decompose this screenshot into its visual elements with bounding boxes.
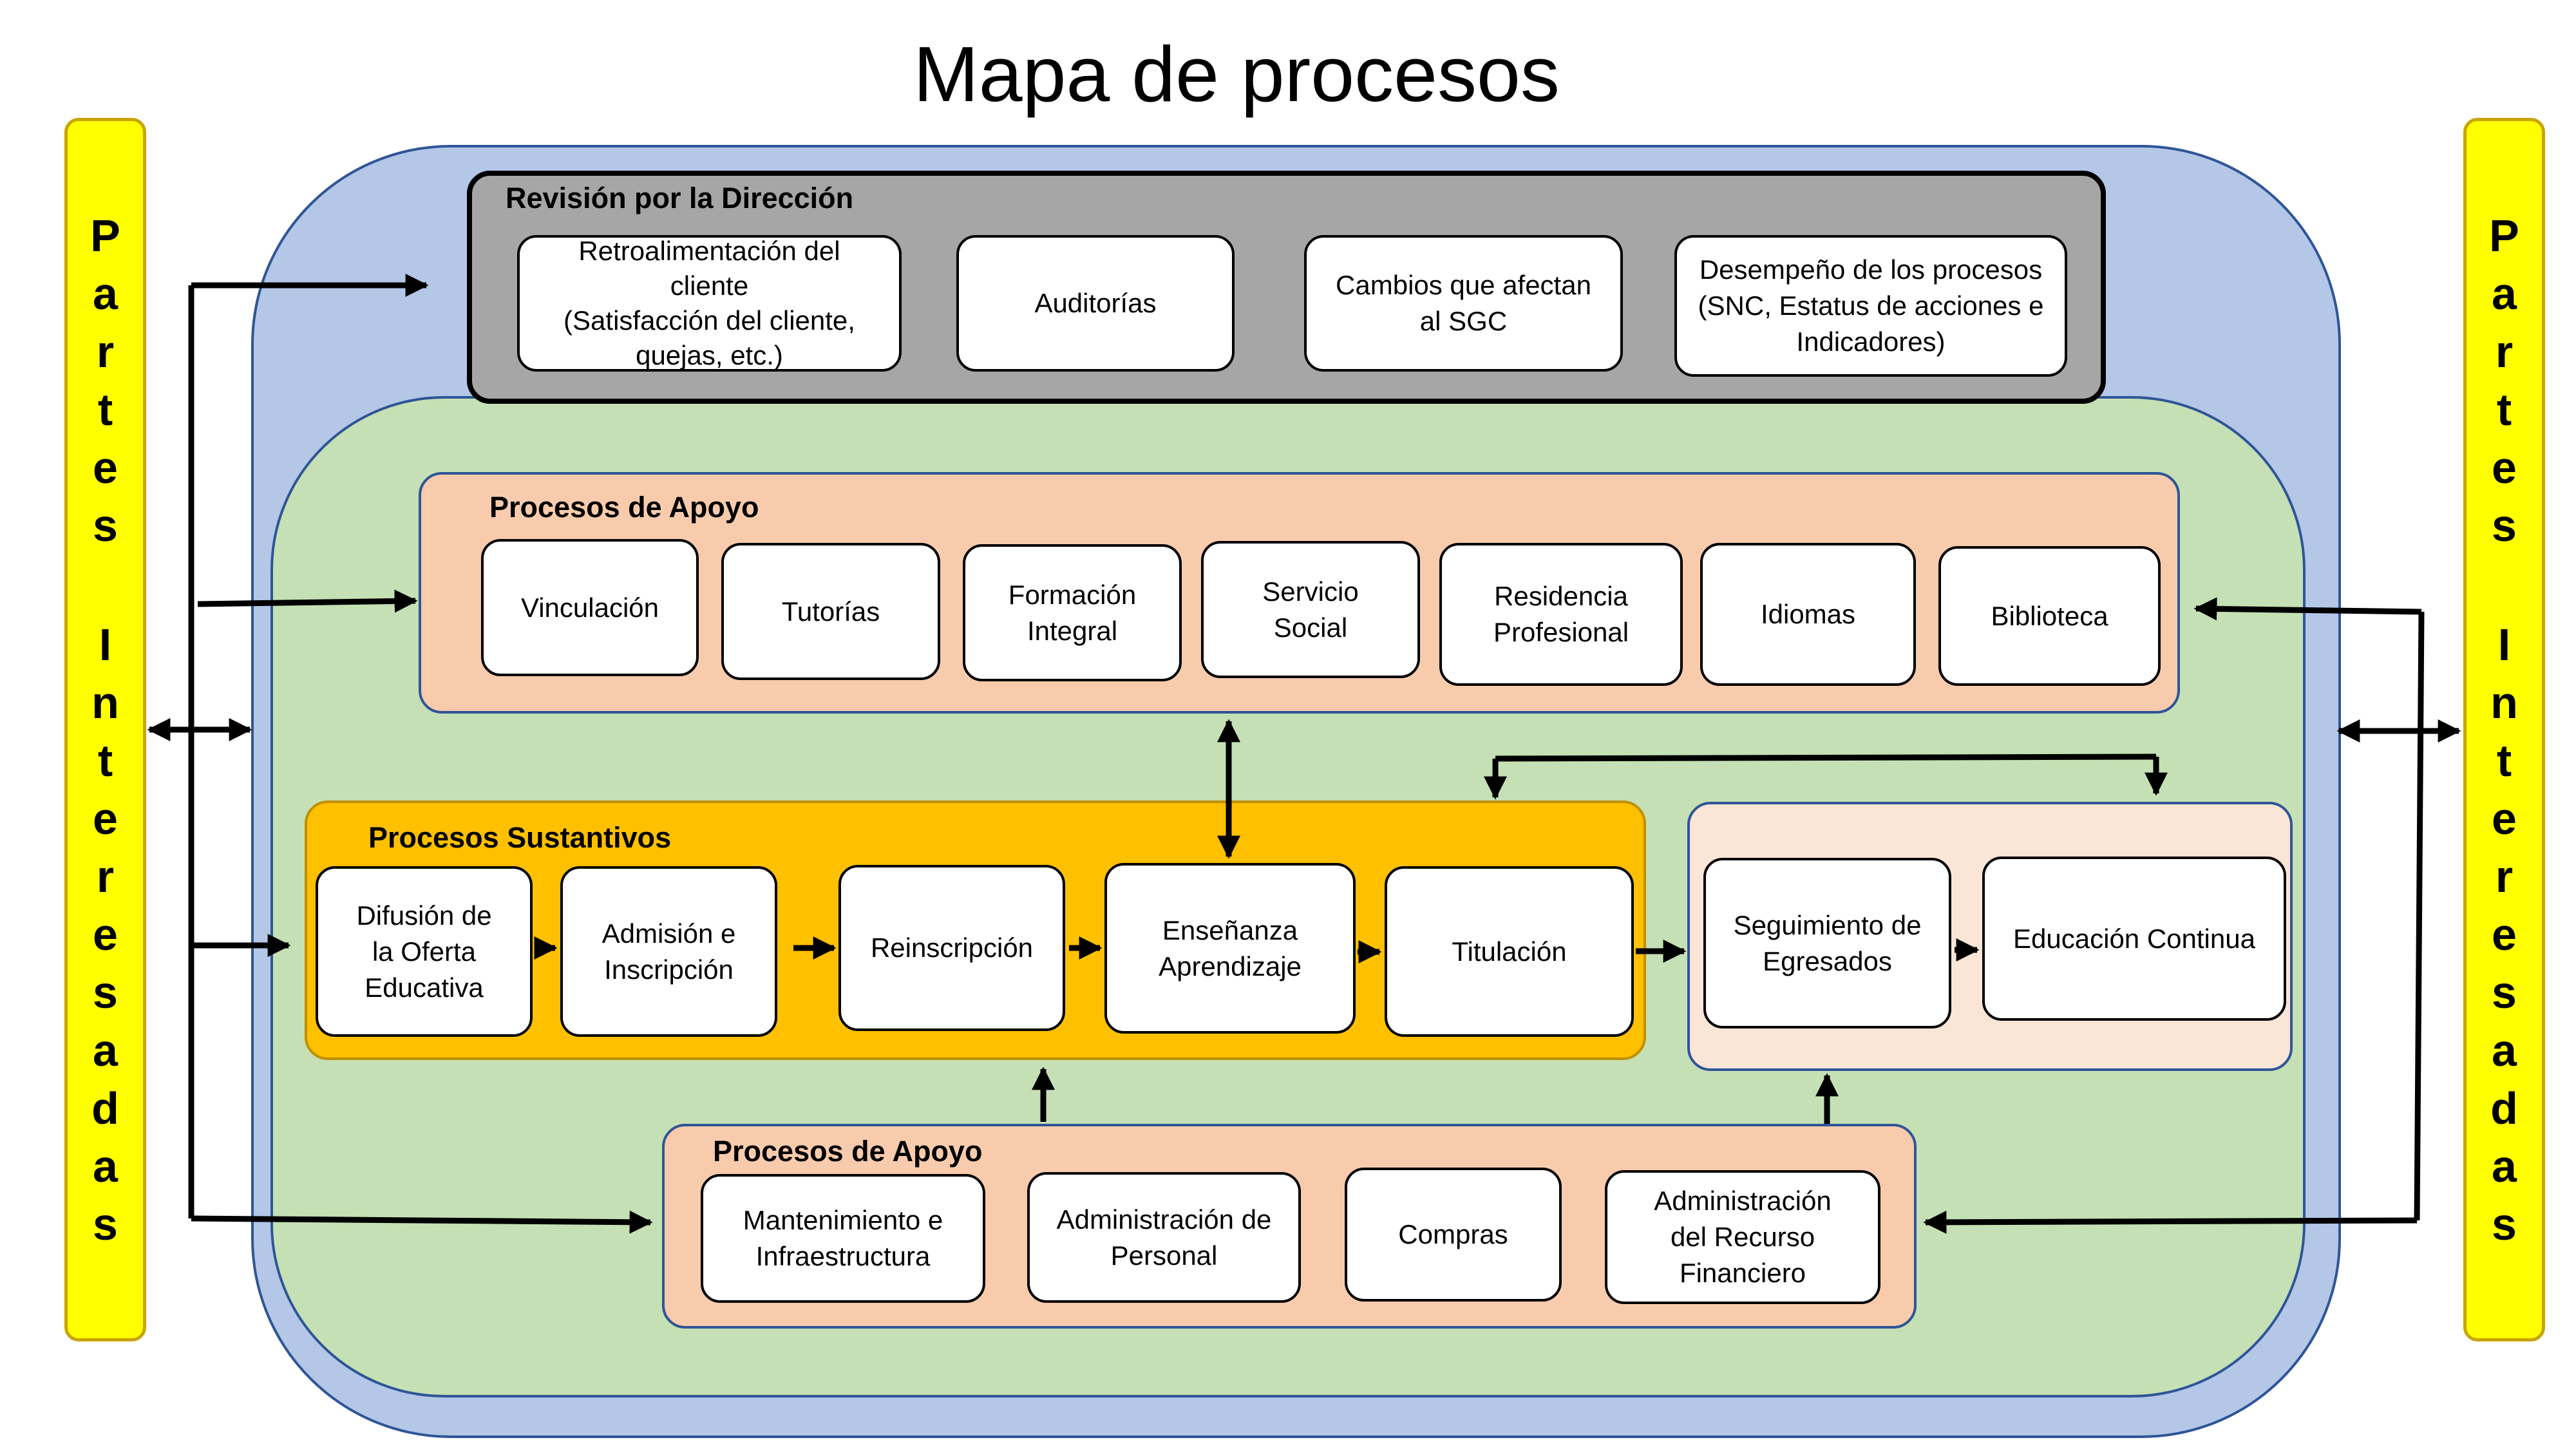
arrow-to-support-bottom <box>191 1210 653 1234</box>
educacion-continua-box: Educación Continua <box>1982 857 2286 1021</box>
ensenanza-box: Enseñanza Aprendizaje <box>1104 863 1356 1034</box>
core-label: Procesos Sustantivos <box>368 821 672 854</box>
right-interesadas-letter: s <box>2492 967 2517 1018</box>
servicio-social-box: Servicio Social <box>1201 541 1420 678</box>
idiomas-box: Idiomas <box>1700 543 1916 686</box>
seguimiento-egresados-box: Seguimiento de Egresados <box>1703 858 1951 1028</box>
compras-box: Compras <box>1345 1168 1562 1302</box>
tutorias-box: Tutorías <box>721 543 940 680</box>
residencia-profesional-box: Residencia Profesional <box>1439 543 1683 686</box>
right-partes-letter: s <box>2492 500 2517 551</box>
arrow-to-biblioteca <box>2193 597 2422 621</box>
left-interesadas-letter: a <box>93 1141 118 1191</box>
right-partes-letter: r <box>2495 326 2514 377</box>
revision-audits-box: Auditorías <box>956 235 1235 372</box>
left-interesadas-letter: n <box>91 677 119 728</box>
left-partes-letter: P <box>90 210 120 261</box>
right-interesadas-letter: d <box>2490 1083 2518 1133</box>
arrow-to-support-bottom-right <box>1923 1210 2418 1234</box>
right-interesadas-letter: n <box>2490 677 2518 728</box>
left-partes-letter: r <box>96 326 115 377</box>
left-partes-letter: s <box>93 500 118 551</box>
mantenimiento-box: Mantenimiento e Infraestructura <box>701 1174 985 1303</box>
right-interesadas-letter: r <box>2495 851 2514 902</box>
right-interesadas-letter: e <box>2492 909 2517 960</box>
right-interesadas-letter: e <box>2492 793 2517 844</box>
left-interesadas-letter: r <box>96 851 115 902</box>
left-partes-letter: t <box>97 384 113 435</box>
left-interesadas-letter: s <box>93 1198 118 1249</box>
page-title: Mapa de procesos <box>913 30 1560 118</box>
right-partes-letter: t <box>2496 384 2512 435</box>
left-interesadas-letter: e <box>93 909 118 960</box>
left-interesadas-letter: a <box>93 1025 118 1075</box>
right-interesadas-letter: a <box>2492 1141 2517 1191</box>
revision-label: Revisión por la Dirección <box>506 182 854 214</box>
reinscripcion-box: Reinscripción <box>838 865 1065 1031</box>
right-interesadas-letter: I <box>2497 619 2511 670</box>
right-interesadas-letter: s <box>2492 1198 2517 1249</box>
right-interesadas-letter: t <box>2496 735 2512 786</box>
admision-box: Admisión e Inscripción <box>560 866 777 1037</box>
right-partes-letter: e <box>2492 442 2517 493</box>
support-bottom-label: Procesos de Apoyo <box>713 1135 983 1168</box>
revision-feedback-box: Retroalimentación del cliente (Satisfacc… <box>517 235 902 372</box>
left-interesadas-letter: I <box>99 619 112 670</box>
left-interesadas-letter: s <box>93 967 118 1018</box>
right-trunk-line <box>2414 611 2425 1221</box>
biblioteca-box: Biblioteca <box>1938 546 2161 686</box>
left-partes-letter: a <box>93 268 118 319</box>
administracion-personal-box: Administración de Personal <box>1027 1172 1301 1303</box>
vinculacion-box: Vinculación <box>481 539 699 676</box>
formacion-integral-box: Formación Integral <box>963 544 1182 681</box>
administracion-recurso-financiero-box: Administración del Recurso Financiero <box>1605 1170 1880 1304</box>
titulacion-box: Titulación <box>1385 866 1634 1037</box>
right-partes-letter: a <box>2492 268 2517 319</box>
right-partes-letter: P <box>2489 210 2519 261</box>
revision-performance-box: Desempeño de los procesos (SNC, Estatus … <box>1674 235 2067 377</box>
graduates-bracket-line <box>1495 753 2157 762</box>
left-interesadas-letter: t <box>97 735 113 786</box>
arrow-to-support-top <box>197 589 418 613</box>
support-top-label: Procesos de Apoyo <box>489 491 759 524</box>
revision-changes-box: Cambios que afectan al SGC <box>1304 235 1623 372</box>
left-interesadas-letter: e <box>93 793 118 844</box>
right-interesadas-letter: a <box>2492 1025 2517 1075</box>
left-partes-letter: e <box>93 442 118 493</box>
left-interesadas-letter: d <box>91 1083 119 1133</box>
difusion-box: Difusión de la Oferta Educativa <box>316 866 533 1037</box>
